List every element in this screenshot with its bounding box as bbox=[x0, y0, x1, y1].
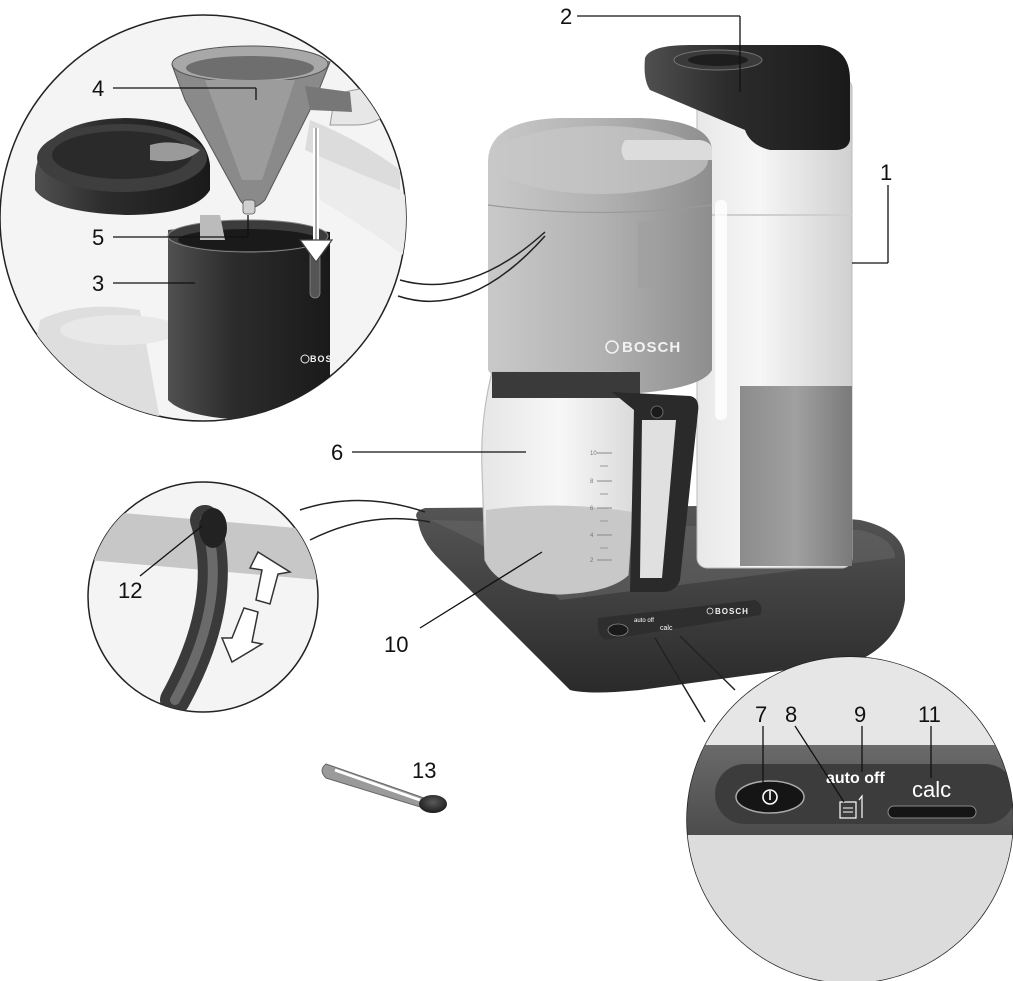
callout-2: 2 bbox=[560, 4, 572, 29]
callout-numbers: 1 2 3 4 5 6 7 8 9 10 11 12 13 bbox=[92, 4, 941, 783]
callout-8: 8 bbox=[785, 702, 797, 727]
auto-off-label: auto off bbox=[826, 770, 885, 787]
arrow-up-icon bbox=[248, 550, 293, 605]
brand-logo-base: BOSCH bbox=[715, 607, 749, 616]
scale-label-2: 2 bbox=[590, 558, 594, 564]
callout-4: 4 bbox=[92, 76, 104, 101]
scale-label-10: 10 bbox=[590, 451, 597, 457]
carafe-scale: 10 8 6 4 2 bbox=[590, 451, 612, 564]
callout-9: 9 bbox=[854, 702, 866, 727]
callout-10: 10 bbox=[384, 632, 408, 657]
callout-7: 7 bbox=[755, 702, 767, 727]
inset-control-panel: auto off calc bbox=[654, 635, 1013, 981]
callout-1: 1 bbox=[880, 160, 892, 185]
inset-hose-detail bbox=[87, 481, 431, 713]
callout-5: 5 bbox=[92, 225, 104, 250]
coffee-jug bbox=[168, 225, 330, 420]
callout-6: 6 bbox=[331, 440, 343, 465]
brand-logo-body: BOSCH bbox=[622, 339, 681, 356]
callout-11: 11 bbox=[918, 702, 941, 727]
brand-logo-jug: BOSCH bbox=[310, 354, 348, 364]
leader-lines bbox=[113, 15, 932, 803]
power-icon bbox=[762, 789, 778, 805]
callout-13: 13 bbox=[412, 758, 436, 783]
power-button-small[interactable] bbox=[607, 623, 629, 637]
tank-lid bbox=[644, 45, 850, 150]
measuring-spoon bbox=[321, 763, 447, 813]
callout-12: 12 bbox=[118, 578, 142, 603]
insert-arrow-icon bbox=[298, 239, 334, 264]
coffee-machine: BOSCH 10 8 6 4 2 auto off calc BOSCH bbox=[416, 45, 905, 693]
descale-icon bbox=[839, 794, 863, 819]
scale-label-6: 6 bbox=[590, 506, 594, 512]
control-strip: auto off calc BOSCH bbox=[597, 600, 762, 640]
arrow-down-icon bbox=[220, 607, 265, 664]
inset-filter-detail: BOSCH bbox=[0, 14, 546, 422]
calc-label: calc bbox=[912, 777, 951, 802]
callout-3: 3 bbox=[92, 271, 104, 296]
scale-label-8: 8 bbox=[590, 479, 594, 485]
calc-indicator bbox=[887, 805, 977, 819]
scale-label-4: 4 bbox=[590, 533, 594, 539]
calc-label-small: calc bbox=[660, 625, 673, 632]
auto-off-label-small: auto off bbox=[634, 618, 654, 624]
